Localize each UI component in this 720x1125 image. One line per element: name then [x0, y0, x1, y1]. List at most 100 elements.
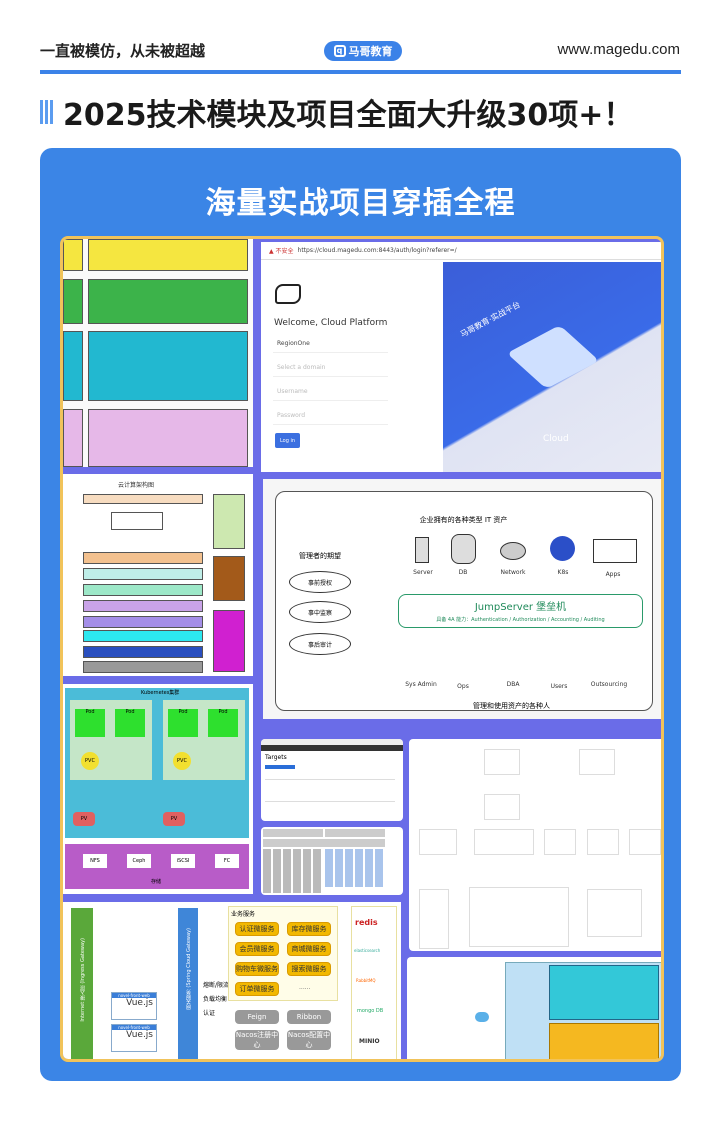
kubernetes-storage-diagram: Kubernetes集群 Pod Pod Pod Pod PVC PVC PV … — [63, 684, 253, 894]
targets-title: Targets — [265, 754, 287, 761]
headline-text: 2025技术模块及项目全面大升级30项+！ — [63, 98, 634, 133]
vue-logo: Vue.js — [126, 1030, 153, 1040]
store-rabbitmq: RabbitMQ — [356, 978, 376, 983]
expect-title: 管理者的期望 — [299, 552, 341, 560]
service-search: 搜索微服务 — [287, 962, 331, 976]
service-order: 订单微服务 — [235, 982, 279, 996]
api-gateway-bar: 网关服务 (Spring Cloud Gateway) — [178, 908, 198, 1059]
cloud-logo-icon — [275, 284, 301, 304]
welcome-text: Welcome, Cloud Platform — [274, 318, 388, 328]
brand-name: 马哥教育 — [348, 45, 393, 58]
domain-select[interactable]: Select a domain — [273, 359, 388, 377]
prometheus-targets-screenshot: Targets — [261, 739, 403, 821]
asset-db: DB — [458, 569, 468, 576]
jumpserver-name: JumpServer 堡垒机 — [474, 602, 567, 613]
storage-iscsi: iSCSI — [171, 854, 195, 868]
expect-monitor: 事中监察 — [289, 601, 351, 623]
jumpserver-abilities: 具备 4A 能力：Authentication / Authorization … — [436, 617, 605, 623]
site-url[interactable]: www.magedu.com — [557, 41, 680, 58]
person-sysadmin: Sys Admin — [405, 681, 437, 688]
server-icon — [415, 537, 429, 563]
service-more: ...... — [299, 984, 311, 991]
card-title: 海量实战项目穿插全程 — [205, 186, 516, 221]
microservice-architecture: Internet 接入层 (Ingress Gateway) novel-fro… — [63, 902, 401, 1059]
username-input[interactable]: Username — [273, 383, 388, 401]
promo-banner: 马哥教育·实战平台 Cloud — [443, 262, 661, 472]
people-title: 管理和使用资产的各种人 — [473, 702, 550, 710]
store-minio: MINIO — [359, 1038, 380, 1045]
layer-diagram — [63, 239, 253, 467]
network-topology-diagram — [407, 957, 661, 1059]
store-mongodb: mongo DB — [357, 1008, 384, 1014]
pod: Pod — [168, 709, 198, 737]
brand-mark-icon: q — [333, 45, 346, 57]
jumpserver-diagram: 企业拥有的各种类型 IT 资产 Server DB Network K8s Ap… — [263, 479, 661, 719]
storage-ceph: Ceph — [127, 854, 151, 868]
infra-nacos-config: Nacos配置中心 — [287, 1030, 331, 1050]
storage-nfs: NFS — [83, 854, 107, 868]
web-label: novel-front-web — [112, 1025, 156, 1030]
asset-apps: Apps — [605, 571, 621, 578]
infra-nacos-registry: Nacos注册中心 — [235, 1030, 279, 1050]
jumpserver-box: JumpServer 堡垒机 具备 4A 能力：Authentication /… — [398, 594, 643, 628]
url-text: https://cloud.magedu.com:8443/auth/login… — [297, 247, 457, 254]
bars-icon — [40, 100, 53, 124]
database-icon — [451, 534, 476, 564]
router-icon — [500, 542, 526, 560]
k8s-title: Kubernetes集群 — [141, 690, 180, 696]
pvc: PVC — [81, 752, 99, 770]
web-label: novel-front-web — [112, 993, 156, 998]
pod: Pod — [75, 709, 105, 737]
routing-1: 熔断/限流 — [203, 982, 230, 989]
login-button[interactable]: Log in — [275, 433, 300, 448]
routing-3: 认证 — [203, 1010, 216, 1017]
vue-logo: Vue.js — [126, 998, 153, 1008]
headline: 2025技术模块及项目全面大升级30项+！ — [40, 90, 633, 134]
biz-title: 业务服务 — [231, 911, 256, 918]
storage-label: 存储 — [151, 879, 162, 885]
slogan: 一直被模仿，从未被超越 — [40, 42, 206, 60]
infra-feign: Feign — [235, 1010, 279, 1024]
expect-audit: 事后审计 — [289, 633, 351, 655]
pod: Pod — [115, 709, 145, 737]
banner-brand: Cloud — [543, 434, 569, 444]
cloud-architecture-diagram: 云计算架构图 — [63, 474, 253, 676]
banner-text: 马哥教育·实战平台 — [458, 299, 522, 340]
divider — [40, 70, 681, 74]
service-auth: 认证微服务 — [235, 922, 279, 936]
pod: Pod — [208, 709, 238, 737]
service-mall: 商城微服务 — [287, 942, 331, 956]
store-elasticsearch: elasticsearch — [354, 948, 381, 953]
pv: PV — [73, 812, 95, 826]
person-ops: Ops — [457, 683, 469, 690]
pvc: PVC — [173, 752, 191, 770]
platform-illustration — [506, 325, 600, 389]
asset-k8s: K8s — [557, 569, 569, 576]
infra-ribbon: Ribbon — [287, 1010, 331, 1024]
person-outsourcing: Outsourcing — [590, 681, 628, 688]
insecure-warning: ▲ 不安全 — [269, 248, 294, 255]
asset-server: Server — [413, 569, 433, 576]
service-member: 会员微服务 — [235, 942, 279, 956]
cdn-flow-diagram — [409, 739, 661, 951]
design-title: 云计算架构图 — [118, 482, 155, 489]
spring-cloud-architecture — [261, 827, 403, 895]
region-select[interactable]: RegionOne — [273, 335, 388, 353]
expect-pre-authorize: 事前授权 — [289, 571, 351, 593]
browser-app-icon — [593, 539, 637, 563]
password-input[interactable]: Password — [273, 407, 388, 425]
person-dba: DBA — [506, 681, 520, 688]
routing-2: 负载均衡 — [203, 996, 228, 1003]
assets-title: 企业拥有的各种类型 IT 资产 — [419, 516, 508, 524]
asset-network: Network — [500, 569, 526, 576]
pv: PV — [163, 812, 185, 826]
service-cart: 购物车微服务 — [235, 962, 279, 976]
person-users: Users — [550, 683, 568, 690]
api-gateway-label: 网关服务 (Spring Cloud Gateway) — [185, 928, 192, 1010]
store-redis: redis — [355, 918, 378, 927]
gateway-bar: Internet 接入层 (Ingress Gateway) — [71, 908, 93, 1059]
